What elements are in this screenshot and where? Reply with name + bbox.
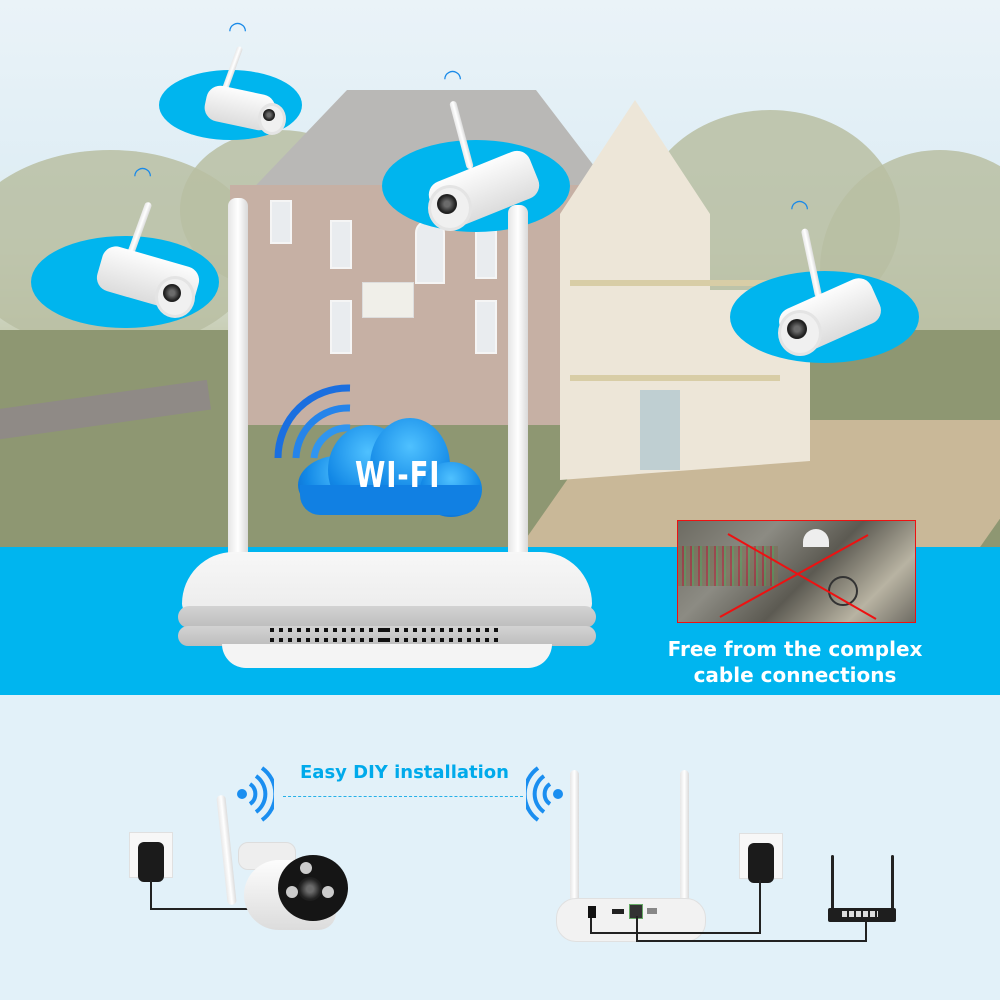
installation-title: Easy DIY installation: [300, 762, 509, 783]
wifi-icon: ◠: [228, 18, 248, 43]
install-nvr-antenna-right: [680, 770, 689, 900]
router-antenna-right: [891, 855, 894, 910]
wifi-icon: ◠: [133, 163, 153, 188]
hdmi-port: [612, 909, 624, 914]
wifi-signal-right-icon: [234, 766, 278, 826]
wifi-icon: ◠: [790, 196, 810, 221]
wifi-icon: ◠: [443, 66, 463, 91]
nvr-antenna-right: [508, 205, 528, 567]
camera-lens: [298, 877, 322, 901]
cross-out-icon: [719, 533, 877, 620]
wifi-signal-arcs-icon: [270, 380, 360, 460]
house-scene: ◠ ◠ ◠ ◠ WI-FI: [0, 0, 1000, 548]
nvr-recorder: [178, 552, 596, 668]
usb-port: [647, 908, 657, 914]
power-adapter-left: [138, 842, 164, 882]
power-adapter-right: [748, 843, 774, 883]
install-nvr-antenna-left: [570, 770, 579, 900]
wifi-signal-left-icon: [522, 766, 566, 826]
router-antenna-left: [831, 855, 834, 910]
power-port: [588, 906, 596, 918]
cable-caption: Free from the complex cable connections: [667, 637, 923, 687]
connection-dashed-line: [283, 796, 523, 797]
cable-clutter-photo: [677, 520, 916, 623]
nvr-antenna-left: [228, 198, 248, 568]
wifi-label: WI-FI: [355, 455, 441, 496]
